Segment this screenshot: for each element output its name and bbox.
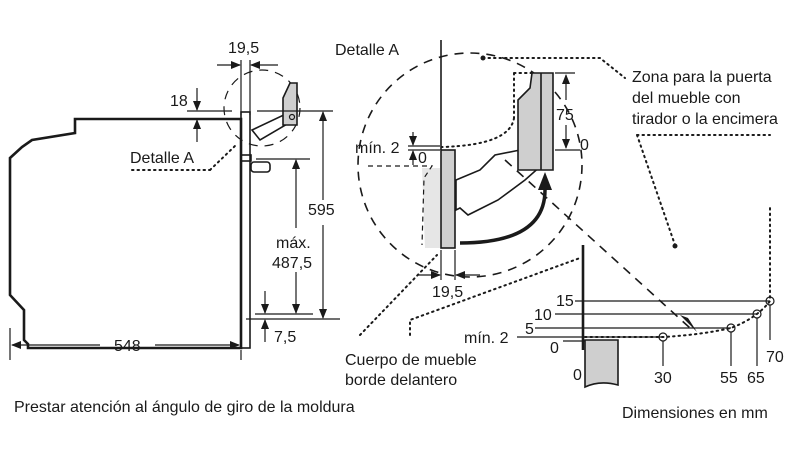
cabinet-label-line2: borde delantero bbox=[345, 372, 457, 389]
dim-door-width-detail: 19,5 bbox=[432, 284, 463, 301]
zone-label-line1: Zona para la puerta bbox=[632, 69, 772, 86]
cabinet-body-section bbox=[584, 339, 619, 389]
dim-min-2: mín. 2 bbox=[355, 140, 400, 157]
oven-door bbox=[240, 111, 251, 349]
leader-line bbox=[209, 144, 237, 171]
door-zone-outline bbox=[441, 72, 533, 148]
oven-side-view: 19,5 18 Detalle A 595 máx. 487,5 7,5 548 bbox=[8, 40, 340, 360]
zone-leader-dot-2 bbox=[672, 243, 678, 249]
y-label-min2: mín. 2 bbox=[464, 330, 509, 347]
swing-outline bbox=[368, 165, 434, 246]
y-label-5: 5 bbox=[525, 321, 534, 338]
y-label-10: 10 bbox=[534, 307, 552, 324]
door-handle bbox=[250, 161, 271, 173]
dim-zero-left: 0 bbox=[418, 150, 427, 167]
swing-arrowhead bbox=[538, 172, 552, 190]
hinge-arm bbox=[455, 149, 543, 216]
cabinet-leader-line bbox=[359, 254, 438, 336]
dim-zero-right: 0 bbox=[580, 137, 589, 154]
rotation-path bbox=[504, 159, 691, 329]
swing-arrow bbox=[459, 189, 547, 245]
dim-height: 595 bbox=[308, 202, 335, 219]
cabinet-label-line1: Cuerpo de mueble bbox=[345, 352, 477, 369]
dim-max-label: máx. bbox=[276, 235, 311, 252]
rotation-arrowhead bbox=[680, 315, 697, 332]
clearance-chart: 15 10 5 mín. 2 0 0 30 55 65 70 bbox=[464, 204, 784, 389]
cabinet-leader-line-2 bbox=[409, 257, 581, 336]
note-units: Dimensiones en mm bbox=[622, 405, 768, 422]
x-label-30: 30 bbox=[654, 370, 672, 387]
dim-top-gap: 18 bbox=[170, 93, 188, 110]
detail-a-view: Detalle A 75 0 mín. 2 0 bbox=[335, 40, 778, 389]
detail-a-label: Detalle A bbox=[130, 150, 194, 167]
dim-door-width: 19,5 bbox=[228, 40, 259, 57]
y-label-15: 15 bbox=[556, 293, 574, 310]
x-label-70: 70 bbox=[766, 349, 784, 366]
swing-area bbox=[422, 168, 440, 248]
y-label-0: 0 bbox=[550, 340, 559, 357]
dim-75: 75 bbox=[556, 107, 574, 124]
dim-bottom-gap: 7,5 bbox=[274, 329, 296, 346]
detail-a-title: Detalle A bbox=[335, 42, 399, 59]
zone-label-line3: tirador o la encimera bbox=[632, 111, 778, 128]
zone-leader-line bbox=[482, 57, 626, 79]
door-zone-boundary bbox=[584, 204, 771, 338]
cabinet-door-section bbox=[517, 72, 554, 171]
note-rotation-angle: Prestar atención al ángulo de giro de la… bbox=[14, 399, 355, 416]
zone-leader-line-2 bbox=[636, 134, 771, 246]
detail-a-large-circle bbox=[357, 52, 583, 278]
dim-max-value: 487,5 bbox=[272, 255, 312, 272]
x-label-0: 0 bbox=[573, 367, 582, 384]
door-control-bar bbox=[240, 154, 252, 162]
hinge-pivot-small bbox=[288, 113, 296, 121]
oven-body-outline bbox=[8, 117, 243, 350]
dim-width: 548 bbox=[114, 338, 141, 355]
x-label-65: 65 bbox=[747, 370, 765, 387]
x-label-55: 55 bbox=[720, 370, 738, 387]
detail-a-circle bbox=[223, 69, 301, 147]
oven-door-section bbox=[440, 149, 456, 249]
zone-label-line2: del mueble con bbox=[632, 90, 741, 107]
